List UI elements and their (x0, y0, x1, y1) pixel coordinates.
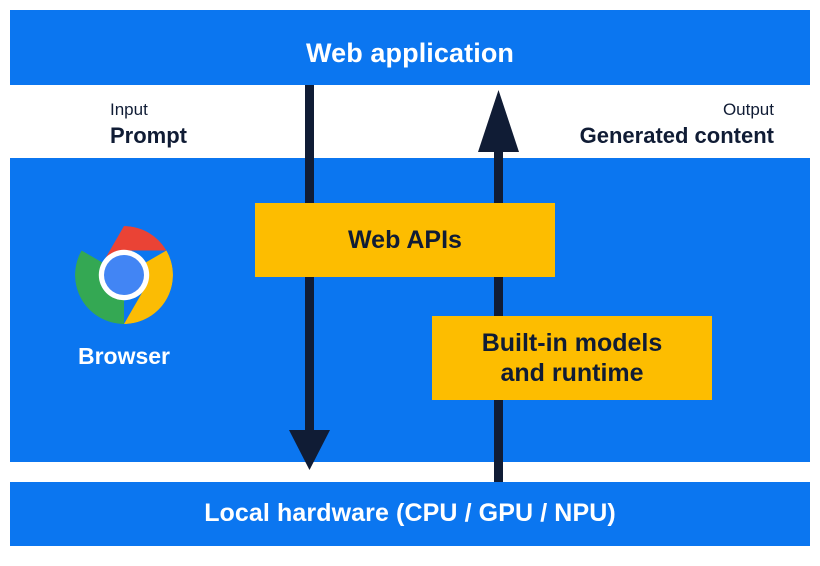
output-label-group: Output Generated content (580, 99, 774, 151)
web-application-label: Web application (305, 38, 515, 68)
built-in-models-line1: Built-in models (481, 328, 663, 357)
built-in-models-box: Built-in models and runtime (432, 316, 712, 400)
web-application-band: Web application (10, 10, 810, 85)
browser-label: Browser (77, 343, 171, 369)
output-kicker: Output (722, 100, 774, 119)
chrome-logo-icon (75, 226, 173, 324)
local-hardware-band: Local hardware (CPU / GPU / NPU) (10, 482, 810, 546)
input-value: Prompt (110, 122, 187, 148)
local-hardware-label: Local hardware (CPU / GPU / NPU) (204, 499, 616, 527)
input-label-group: Input Prompt (110, 99, 187, 151)
built-in-models-line2: and runtime (500, 359, 644, 387)
input-kicker: Input (110, 100, 148, 119)
built-in-models-label: Built-in models and runtime (482, 328, 663, 389)
browser-group: Browser (62, 225, 186, 370)
web-apis-box: Web APIs (255, 203, 555, 277)
web-apis-label: Web APIs (348, 225, 462, 254)
output-value: Generated content (579, 122, 774, 148)
